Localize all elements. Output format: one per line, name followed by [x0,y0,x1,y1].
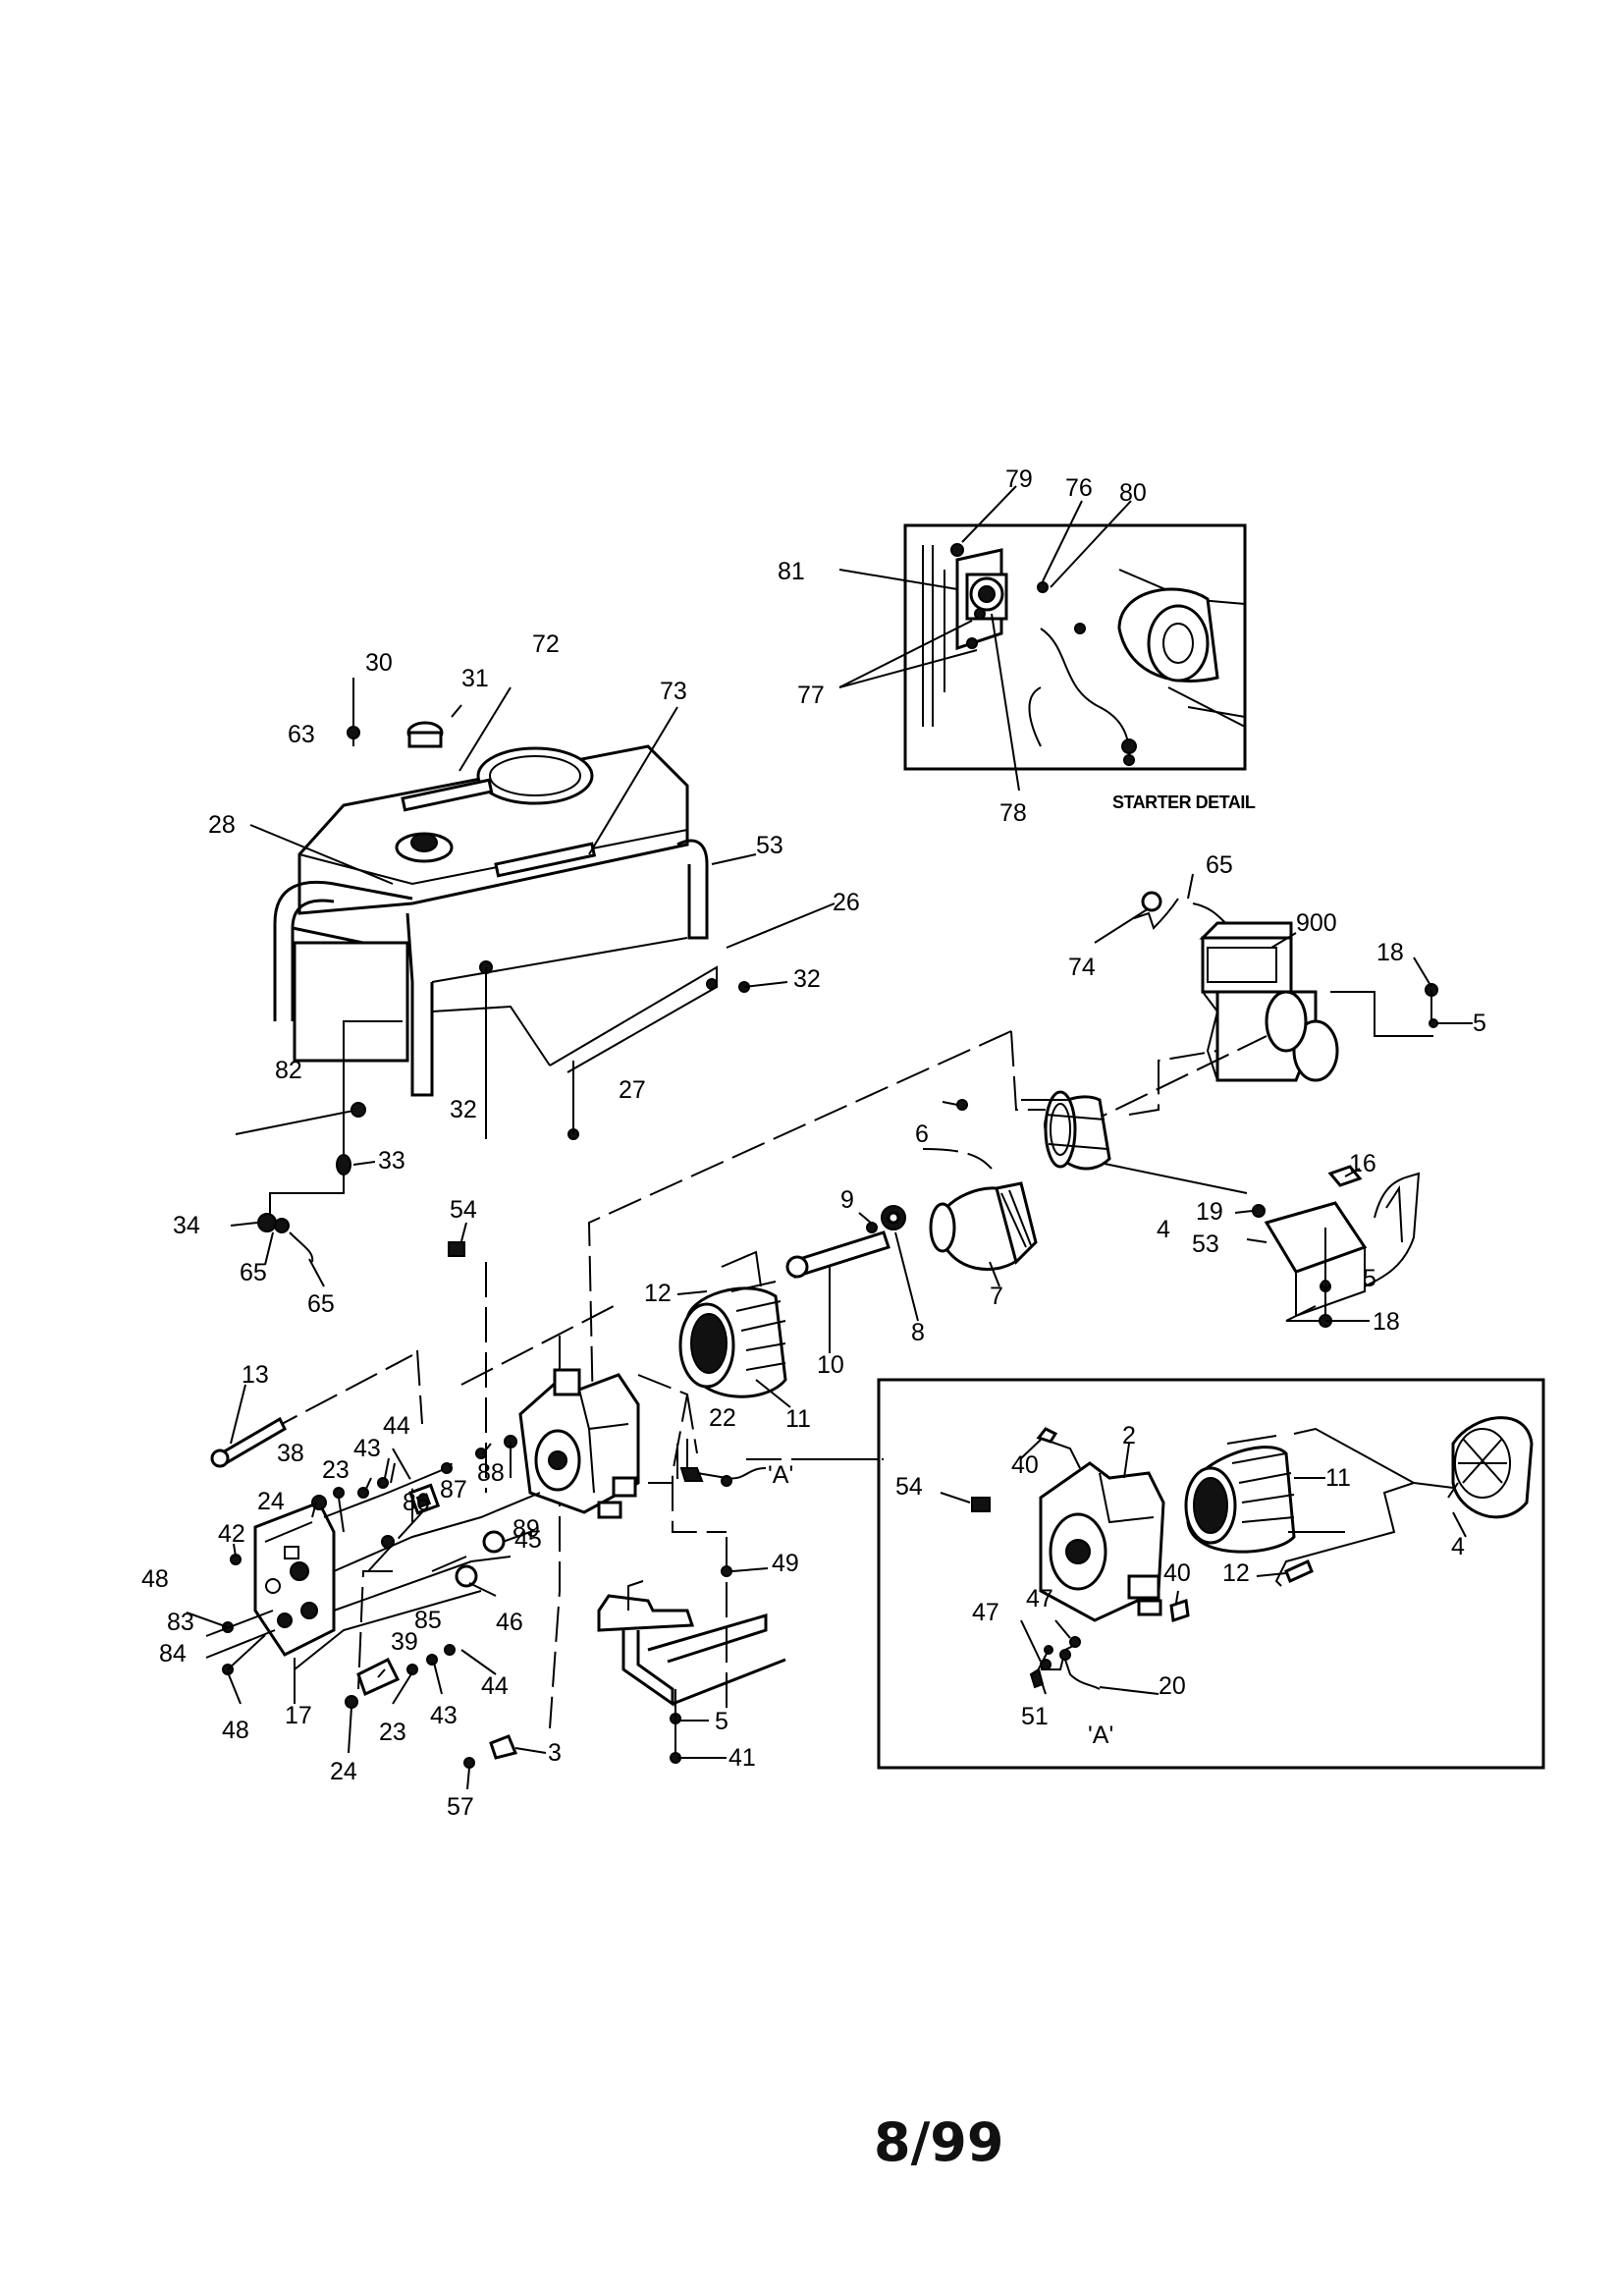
callout-11a: 11 [785,1405,811,1433]
callout-19: 19 [1196,1198,1223,1226]
callout-41: 41 [728,1744,756,1772]
ground-wire: 22 'A' [679,1404,793,1489]
callout-4a: 4 [1157,1216,1170,1243]
callout-74: 74 [1068,954,1096,981]
callout-24a: 24 [257,1488,285,1515]
callout-26: 26 [833,889,860,916]
callout-900: 900 [1296,909,1337,937]
callout-44a: 44 [383,1412,410,1440]
callout-88: 88 [477,1459,505,1487]
callout-3: 3 [548,1739,562,1767]
callout-43b: 43 [430,1702,458,1729]
inset-callout-47a: 47 [972,1599,999,1626]
inset-callout-20: 20 [1159,1672,1186,1700]
page-date-code: 8/99 [874,2111,1004,2173]
callout-76: 76 [1065,474,1093,502]
callout-77: 77 [797,682,825,709]
generator-assembly: 5 6 4 9 7 8 10 12 11 [644,1090,1376,1433]
callout-53: 53 [756,832,783,859]
callout-32b: 32 [450,1096,477,1123]
foot-bracket: 3 57 [447,1734,562,1821]
callout-65c: 65 [1206,851,1233,879]
callout-24b: 24 [330,1758,357,1785]
callout-42: 42 [218,1520,245,1548]
callout-44b: 44 [481,1672,509,1700]
callout-23a: 23 [322,1456,350,1484]
inset-callout-51: 51 [1021,1703,1049,1730]
callout-6: 6 [915,1121,929,1148]
control-panel-assembly: 44 43 38 23 87 88 86 89 24 42 45 48 83 8… [141,1412,799,1785]
fuel-line-group: 33 34 65 65 [173,1020,405,1318]
callout-7: 7 [990,1283,1003,1310]
callout-83: 83 [167,1609,194,1636]
callout-45: 45 [514,1526,542,1554]
callout-32: 32 [793,965,821,993]
inset-callout-11: 11 [1325,1464,1351,1492]
callout-18b: 18 [1373,1308,1400,1336]
callout-63: 63 [288,721,315,748]
end-bell-housing: 54 [448,1196,640,1519]
callout-80: 80 [1119,479,1147,507]
through-bolt: 13 [210,1361,287,1468]
engine-assembly: 65 74 900 18 5 [1068,851,1486,1082]
callout-43a: 43 [353,1435,381,1462]
callout-18a: 18 [1376,939,1404,966]
callout-46: 46 [496,1609,523,1636]
callout-30: 30 [365,649,393,677]
callout-79: 79 [1005,465,1033,493]
callout-48a: 48 [141,1565,169,1593]
callout-27: 27 [619,1076,646,1104]
inset-callout-54: 54 [895,1473,923,1501]
starter-detail-inset: 79 76 80 81 77 78 STARTER DETAIL [778,465,1256,827]
inset-callout-2: 2 [1122,1422,1136,1449]
callout-10: 10 [817,1351,844,1379]
callout-5c: 5 [715,1708,728,1735]
callout-48b: 48 [222,1717,249,1744]
callout-31: 31 [461,665,489,692]
callout-84: 84 [159,1640,187,1667]
callout-65b: 65 [307,1290,335,1318]
callout-8: 8 [911,1319,925,1346]
callout-28: 28 [208,811,236,839]
starter-detail-caption: STARTER DETAIL [1112,793,1256,812]
callout-78: 78 [999,799,1027,827]
callout-89: 89 [512,1515,540,1543]
callout-81: 81 [778,558,805,585]
inset-callout-40a: 40 [1011,1451,1039,1479]
mount-bracket-right: 16 19 53 18 [1192,1150,1421,1336]
callout-38: 38 [277,1440,304,1467]
inset-callout-40b: 40 [1163,1559,1191,1587]
callout-65a: 65 [240,1259,267,1286]
callout-73: 73 [660,678,687,705]
callout-22: 22 [709,1404,736,1432]
inset-callout-4: 4 [1451,1533,1465,1560]
fuel-tank-frame-assembly: 30 31 72 73 63 28 53 26 32 82 32 27 [208,630,860,1140]
callout-53b: 53 [1192,1230,1219,1258]
callout-16: 16 [1349,1150,1376,1177]
callout-85: 85 [414,1607,442,1634]
callout-5a: 5 [1473,1010,1486,1037]
callout-82: 82 [275,1057,302,1084]
inset-callout-47b: 47 [1026,1585,1053,1613]
callout-39: 39 [391,1628,418,1656]
handle-assembly: 5 41 [597,1565,786,1772]
callout-33: 33 [378,1147,405,1175]
callout-A-main: 'A' [768,1461,793,1489]
callout-54: 54 [450,1196,477,1224]
callout-9: 9 [840,1186,854,1214]
callout-12: 12 [644,1280,672,1307]
callout-34: 34 [173,1212,200,1239]
inset-callout-A: 'A' [1088,1722,1113,1749]
callout-13: 13 [242,1361,269,1389]
callout-87: 87 [440,1476,467,1503]
callout-17: 17 [285,1702,312,1729]
alternator-detail-inset: 2 54 40 11 4 40 12 47 47 51 20 'A' [877,1378,1545,1770]
callout-57: 57 [447,1793,474,1821]
callout-49: 49 [772,1550,799,1577]
callout-86: 86 [403,1489,430,1516]
inset-callout-12: 12 [1222,1559,1250,1587]
callout-72: 72 [532,630,560,658]
callout-23b: 23 [379,1719,406,1746]
